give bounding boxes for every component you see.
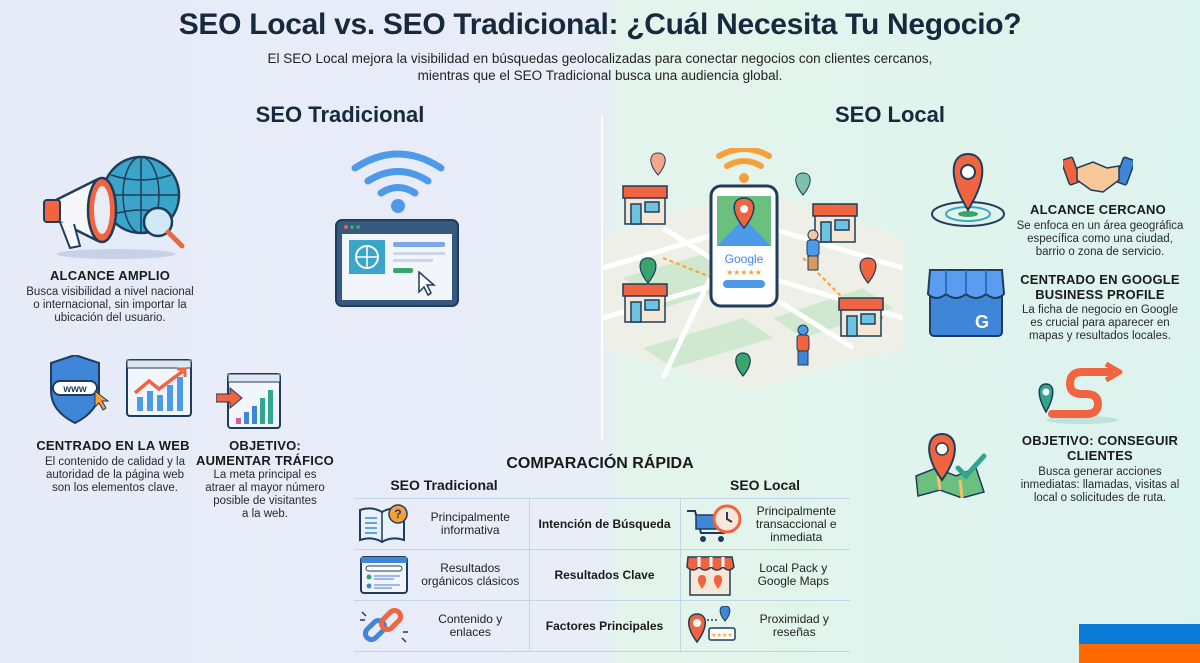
svg-text:G: G [975,312,989,332]
feature-desc-centrado-web: El contenido de calidad y la autoridad d… [44,456,185,494]
subtitle-line-1: El SEO Local mejora la visibilidad en bú… [267,51,933,66]
row1-criterion: Intención de Búsqueda [528,498,681,550]
svg-text:★★★★: ★★★★ [711,632,733,639]
google-business-store-icon: G [926,268,1006,338]
row3-traditional: Contenido y enlaces [438,612,503,639]
local-map-illustration: Google ★★★★★ [603,148,903,388]
page-subtitle: El SEO Local mejora la visibilidad en bú… [200,50,1000,84]
feature-desc-alcance-amplio: Busca visibilidad a nivel nacional o int… [26,286,194,324]
megaphone-globe-icon [36,150,196,260]
pin-reviews-icon: ★★★★ [687,606,736,644]
www-shield-icon: www [45,355,195,425]
feature-title-alcance-cercano: ALCANCE CERCANO [1030,202,1166,217]
map-check-pin-icon [912,432,988,498]
feature-title-conseguir-clientes: OBJETIVO: CONSEGUIR CLIENTES [1021,433,1179,463]
comparison-title: COMPARACIÓN RÁPIDA [506,455,694,472]
feature-desc-google-business-profile: La ficha de negocio en Google es crucial… [1021,304,1178,342]
row2-local: Local Pack y Google Maps [757,561,829,588]
table-row: Resultados orgánicos clásicos Resultados… [354,549,850,601]
phone-rating-stars: ★★★★★ [726,268,762,277]
feature-title-aumentar-trafico: OBJETIVO: AUMENTAR TRÁFICO [196,438,334,468]
book-question-icon: ? [359,504,408,544]
map-pin-radius-icon [928,152,1008,232]
traditional-heading: SEO Tradicional [255,102,425,127]
wifi-browser-illustration [333,148,463,308]
cart-clock-icon [686,504,741,542]
comparison-header-local: SEO Local [729,477,801,493]
row2-traditional: Resultados orgánicos clásicos [421,561,520,588]
row1-traditional: Principalmente informativa [430,510,510,537]
comparison-table: ? Principalmente informativa Intención d… [354,498,850,652]
row2-criterion: Resultados Clave [528,549,681,601]
feature-desc-aumentar-trafico: La meta principal es atraer al mayor núm… [205,469,325,520]
route-pin-icon [1034,362,1124,424]
row3-criterion: Factores Principales [528,600,681,652]
local-heading: SEO Local [834,102,946,127]
row3-local: Proximidad y reseñas [759,612,829,639]
corner-stripe-blue [1079,624,1200,644]
subtitle-line-2: mientras que el SEO Tradicional busca un… [417,68,783,83]
feature-desc-conseguir-clientes: Busca generar acciones inmediatas: llama… [1020,466,1180,504]
feature-title-centrado-web: CENTRADO EN LA WEB [36,438,190,453]
column-divider [601,115,603,440]
local-store-pins-icon [685,556,735,596]
table-row: Contenido y enlaces Factores Principales… [354,600,850,652]
phone-google-label: Google [725,252,764,266]
feature-desc-alcance-cercano: Se enfoca en un área geográfica específi… [1016,220,1184,258]
handshake-icon [1063,150,1133,198]
comparison-header-traditional: SEO Tradicional [390,477,498,493]
table-row: ? Principalmente informativa Intención d… [354,498,850,550]
row1-local: Principalmente transaccional e inmediata [755,503,837,544]
feature-title-alcance-amplio: ALCANCE AMPLIO [49,268,171,283]
link-chain-icon [360,607,408,643]
page-title: SEO Local vs. SEO Tradicional: ¿Cuál Nec… [178,8,1022,41]
feature-title-google-business-profile: CENTRADO EN GOOGLE BUSINESS PROFILE [1020,272,1180,302]
svg-text:www: www [62,384,87,395]
corner-stripe-orange [1079,644,1200,663]
traffic-chart-icon [216,372,282,430]
svg-text:?: ? [394,507,401,521]
search-results-icon [360,556,408,594]
